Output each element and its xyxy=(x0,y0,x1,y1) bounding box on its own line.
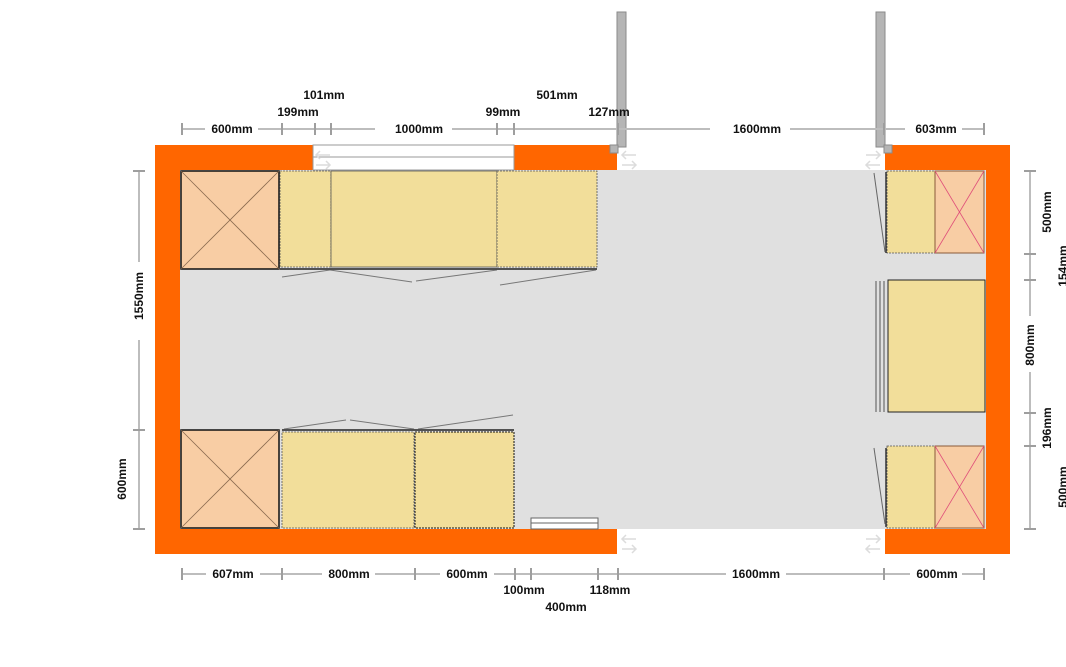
dim-top-99: 99mm xyxy=(486,105,521,119)
dim-bottom-100: 100mm xyxy=(503,583,544,597)
dim-right-500-a: 500mm xyxy=(1040,191,1054,232)
top-door-opening[interactable] xyxy=(617,145,885,170)
dimension-top-upper: 101mm 199mm 501mm 99mm 127mm xyxy=(277,88,629,119)
appliance-right-top[interactable] xyxy=(934,170,985,254)
dimension-right: 500mm 154mm 800mm 196mm 500mm xyxy=(1022,170,1066,530)
cabinet-top-3[interactable] xyxy=(496,170,598,268)
cabinet-bottom-2[interactable] xyxy=(414,431,515,529)
cabinet-top-1[interactable] xyxy=(279,170,332,268)
door-swing-lines xyxy=(281,269,597,286)
appliance-right-bottom[interactable] xyxy=(934,445,985,529)
door-post-right xyxy=(875,11,886,148)
corner-unit-bottom-left[interactable] xyxy=(180,429,280,529)
dimension-left: 1550mm 600mm xyxy=(115,170,146,530)
dimension-bottom-lower: 100mm 118mm 400mm xyxy=(503,583,630,614)
dim-top-1600: 1600mm xyxy=(733,122,781,136)
cabinet-right-bottom[interactable] xyxy=(886,445,936,529)
dim-top-101: 101mm xyxy=(303,88,344,102)
cabinet-right-top[interactable] xyxy=(886,170,936,254)
dim-top-600: 600mm xyxy=(211,122,252,136)
dim-bottom-607: 607mm xyxy=(212,567,253,581)
dim-left-600: 600mm xyxy=(115,458,129,499)
dim-bottom-800: 800mm xyxy=(328,567,369,581)
dim-bottom-118: 118mm xyxy=(590,583,631,597)
cabinet-bottom-1[interactable] xyxy=(281,431,415,529)
dim-right-154: 154mm xyxy=(1056,245,1066,286)
dim-right-500-b: 500mm xyxy=(1056,466,1066,507)
dim-bottom-600-b: 600mm xyxy=(916,567,957,581)
cabinet-right-middle[interactable] xyxy=(887,279,986,413)
dim-top-603: 603mm xyxy=(915,122,956,136)
dim-top-501: 501mm xyxy=(536,88,577,102)
dim-bottom-1600: 1600mm xyxy=(732,567,780,581)
dim-bottom-400: 400mm xyxy=(545,600,586,614)
sliding-door-lines xyxy=(875,281,885,412)
dim-left-1550: 1550mm xyxy=(132,272,146,320)
dim-right-800: 800mm xyxy=(1023,324,1037,365)
radiator-bottom xyxy=(530,517,599,530)
dim-top-199: 199mm xyxy=(277,105,318,119)
dim-bottom-600-a: 600mm xyxy=(446,567,487,581)
door-swing-lines xyxy=(283,414,514,430)
dimension-top-row: 600mm 1000mm 1600mm 603mm xyxy=(181,122,985,136)
dim-top-1000: 1000mm xyxy=(395,122,443,136)
bottom-door-opening[interactable] xyxy=(617,529,885,554)
double-arrow-icon xyxy=(314,150,882,554)
corner-unit-top-left[interactable] xyxy=(180,170,280,270)
dimension-bottom-row: 607mm 800mm 600mm 1600mm 600mm xyxy=(181,567,985,581)
door-post-left xyxy=(616,11,627,148)
cabinet-top-2[interactable] xyxy=(330,170,498,268)
dim-right-196: 196mm xyxy=(1040,407,1054,448)
dim-top-127: 127mm xyxy=(588,105,629,119)
